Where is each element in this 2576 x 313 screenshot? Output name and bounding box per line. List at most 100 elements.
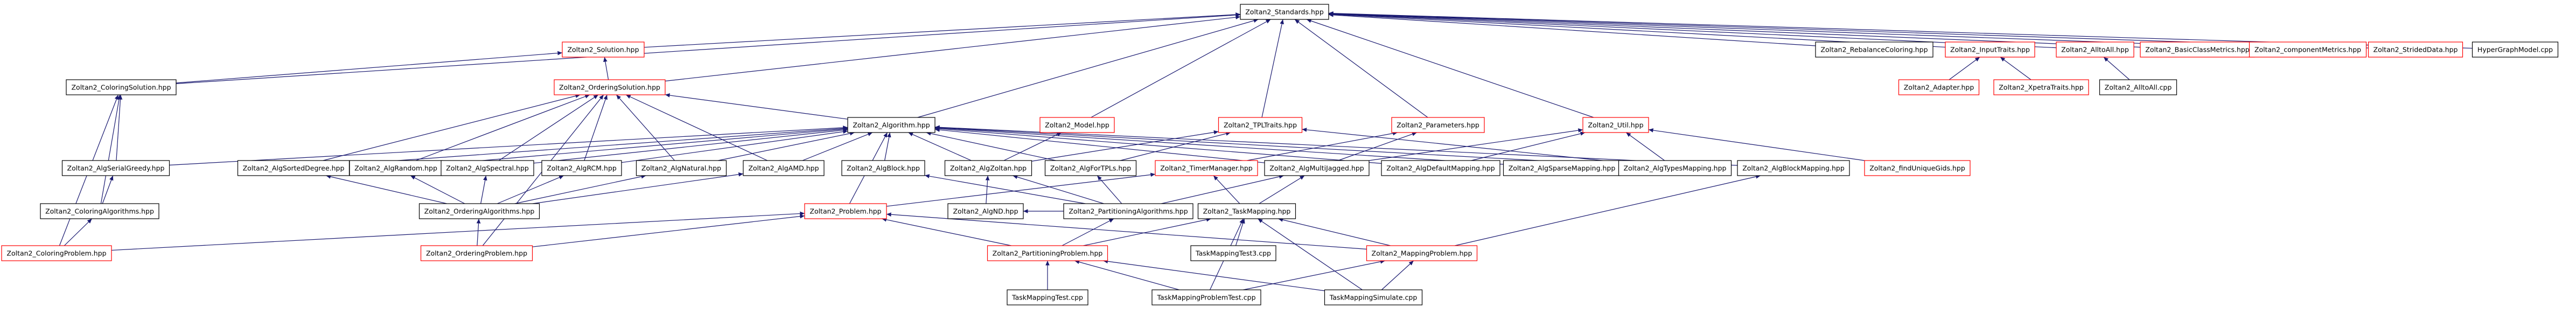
dependency-edge	[1369, 128, 1583, 161]
file-node[interactable]: Zoltan2_Util.hpp	[1582, 117, 1649, 133]
node-label: Zoltan2_OrderingAlgorithms.hpp	[424, 207, 535, 215]
node-box	[237, 160, 350, 176]
node-label: Zoltan2_AlgBlock.hpp	[847, 164, 920, 172]
dependency-edge	[532, 214, 805, 247]
file-node[interactable]: Zoltan2_AlltoAll.hpp	[2056, 41, 2134, 58]
node-label: TaskMappingTest.cpp	[1011, 294, 1083, 302]
file-node[interactable]: Zoltan2_AlgMultiJagged.hpp	[1264, 160, 1370, 176]
file-node[interactable]: Zoltan2_AlgRCM.hpp	[541, 160, 622, 176]
file-node[interactable]: Zoltan2_OrderingAlgorithms.hpp	[418, 203, 540, 219]
file-node[interactable]: Zoltan2_AlgSparseMapping.hpp	[1503, 160, 1621, 176]
file-node[interactable]: TaskMappingSimulate.cpp	[1324, 289, 1423, 305]
node-box	[1815, 41, 1933, 58]
dependency-edge	[665, 15, 1241, 82]
file-node[interactable]: Zoltan2_TimerManager.hpp	[1155, 160, 1258, 176]
file-node[interactable]: Zoltan2_Solution.hpp	[562, 41, 645, 58]
file-node[interactable]: Zoltan2_Parameters.hpp	[1391, 117, 1485, 133]
node-label: Zoltan2_AlgMultiJagged.hpp	[1269, 164, 1364, 172]
dependency-edge	[476, 218, 481, 246]
dependency-edge	[621, 129, 848, 163]
file-node[interactable]: Zoltan2_ColoringProblem.hpp	[1, 245, 112, 261]
dependency-edge	[1097, 175, 1122, 204]
file-node[interactable]: Zoltan2_Problem.hpp	[804, 203, 887, 219]
file-node[interactable]: Zoltan2_TPLTraits.hpp	[1218, 117, 1303, 133]
file-node[interactable]: Zoltan2_BasicClassMetrics.hpp	[2140, 41, 2255, 58]
node-label: Zoltan2_TimerManager.hpp	[1160, 164, 1253, 172]
file-node[interactable]: Zoltan2_PartitioningAlgorithms.hpp	[1063, 203, 1193, 219]
file-node[interactable]: Zoltan2_Model.hpp	[1039, 117, 1115, 133]
node-label: Zoltan2_Problem.hpp	[809, 207, 881, 215]
file-node[interactable]: Zoltan2_OrderingSolution.hpp	[554, 79, 666, 95]
file-node[interactable]: Zoltan2_AlgTypesMapping.hpp	[1618, 160, 1732, 176]
file-node[interactable]: Zoltan2_AlgZoltan.hpp	[944, 160, 1032, 176]
file-node[interactable]: Zoltan2_AlgSortedDegree.hpp	[237, 160, 350, 176]
file-node[interactable]: Zoltan2_ColoringSolution.hpp	[66, 79, 177, 95]
dependency-edge	[625, 94, 768, 161]
node-label: Zoltan2_AlgNatural.hpp	[641, 164, 721, 172]
node-label: Zoltan2_AlgSpectral.hpp	[446, 164, 529, 172]
dependency-edge	[1083, 218, 1211, 246]
node-label: Zoltan2_Model.hpp	[1045, 121, 1109, 129]
file-node[interactable]: TaskMappingTest3.cpp	[1190, 245, 1276, 261]
node-box	[944, 160, 1032, 176]
file-node[interactable]: Zoltan2_PartitioningProblem.hpp	[987, 245, 1108, 261]
file-node[interactable]: Zoltan2_AlgForTPLs.hpp	[1044, 160, 1137, 176]
file-node[interactable]: Zoltan2_componentMetrics.hpp	[2249, 41, 2367, 58]
file-node[interactable]: Zoltan2_RebalanceColoring.hpp	[1815, 41, 1933, 58]
node-box	[2368, 41, 2463, 58]
file-node[interactable]: Zoltan2_AlgBlockMapping.hpp	[1737, 160, 1850, 176]
file-node[interactable]: Zoltan2_AlgBlock.hpp	[841, 160, 925, 176]
dependency-edge	[1120, 131, 1231, 161]
file-node[interactable]: Zoltan2_AlgRandom.hpp	[349, 160, 443, 176]
node-label: Zoltan2_RebalanceColoring.hpp	[1820, 46, 1928, 54]
dependency-edge	[1338, 132, 1417, 161]
node-label: Zoltan2_AlltoAll.hpp	[2061, 46, 2129, 54]
dependency-edge	[1455, 175, 1761, 246]
node-box	[562, 41, 645, 58]
node-box	[1618, 160, 1732, 176]
file-node[interactable]: TaskMappingProblemTest.cpp	[1151, 289, 1261, 305]
dependency-edge	[1471, 131, 1586, 161]
node-box	[420, 245, 533, 261]
dependency-edge	[532, 172, 744, 204]
dependency-edge	[169, 126, 848, 166]
node-label: Zoltan2_AlgSortedDegree.hpp	[243, 164, 345, 172]
dependency-edge	[323, 94, 581, 161]
file-node[interactable]: Zoltan2_AlgSerialGreedy.hpp	[61, 160, 170, 176]
file-node[interactable]: Zoltan2_Algorithm.hpp	[847, 117, 936, 133]
file-node[interactable]: Zoltan2_AlltoAll.cpp	[2099, 79, 2177, 95]
node-box	[2140, 41, 2255, 58]
file-node[interactable]: Zoltan2_findUniqueGids.hpp	[1864, 160, 1971, 176]
node-box	[1264, 160, 1370, 176]
dependency-edge	[1258, 218, 1363, 290]
file-node[interactable]: Zoltan2_AlgNatural.hpp	[636, 160, 727, 176]
node-box	[1218, 117, 1303, 133]
node-box	[1044, 160, 1137, 176]
node-box	[1190, 245, 1276, 261]
dependency-edge	[934, 126, 1504, 165]
file-node[interactable]: Zoltan2_AlgSpectral.hpp	[441, 160, 534, 176]
file-node[interactable]: Zoltan2_AlgDefaultMapping.hpp	[1381, 160, 1500, 176]
dependency-edge	[1074, 260, 1179, 290]
node-box	[554, 79, 666, 95]
node-box	[61, 160, 170, 176]
file-node[interactable]: Zoltan2_TaskMapping.hpp	[1197, 203, 1296, 219]
node-box	[947, 203, 1024, 219]
node-box	[2099, 79, 2177, 95]
file-node[interactable]: HyperGraphModel.cpp	[2472, 41, 2559, 58]
file-node[interactable]: Zoltan2_ColoringAlgorithms.hpp	[40, 203, 159, 219]
file-node[interactable]: Zoltan2_AlgND.hpp	[947, 203, 1024, 219]
dependency-edge	[410, 175, 465, 204]
file-node[interactable]: Zoltan2_AlgAMD.hpp	[743, 160, 825, 176]
file-node[interactable]: Zoltan2_OrderingProblem.hpp	[420, 245, 533, 261]
file-node[interactable]: Zoltan2_StridedData.hpp	[2368, 41, 2463, 58]
dependency-edge	[1213, 175, 1240, 204]
file-node[interactable]: TaskMappingTest.cpp	[1007, 289, 1088, 305]
file-node[interactable]: Zoltan2_MappingProblem.hpp	[1366, 245, 1478, 261]
file-node[interactable]: Zoltan2_Adapter.hpp	[1898, 79, 1980, 95]
dependency-edge	[116, 94, 123, 161]
file-node[interactable]: Zoltan2_XpetraTraits.hpp	[1993, 79, 2089, 95]
dependency-edge	[442, 127, 848, 165]
dependency-edge	[102, 175, 114, 204]
file-node[interactable]: Zoltan2_InputTraits.hpp	[1945, 41, 2035, 58]
